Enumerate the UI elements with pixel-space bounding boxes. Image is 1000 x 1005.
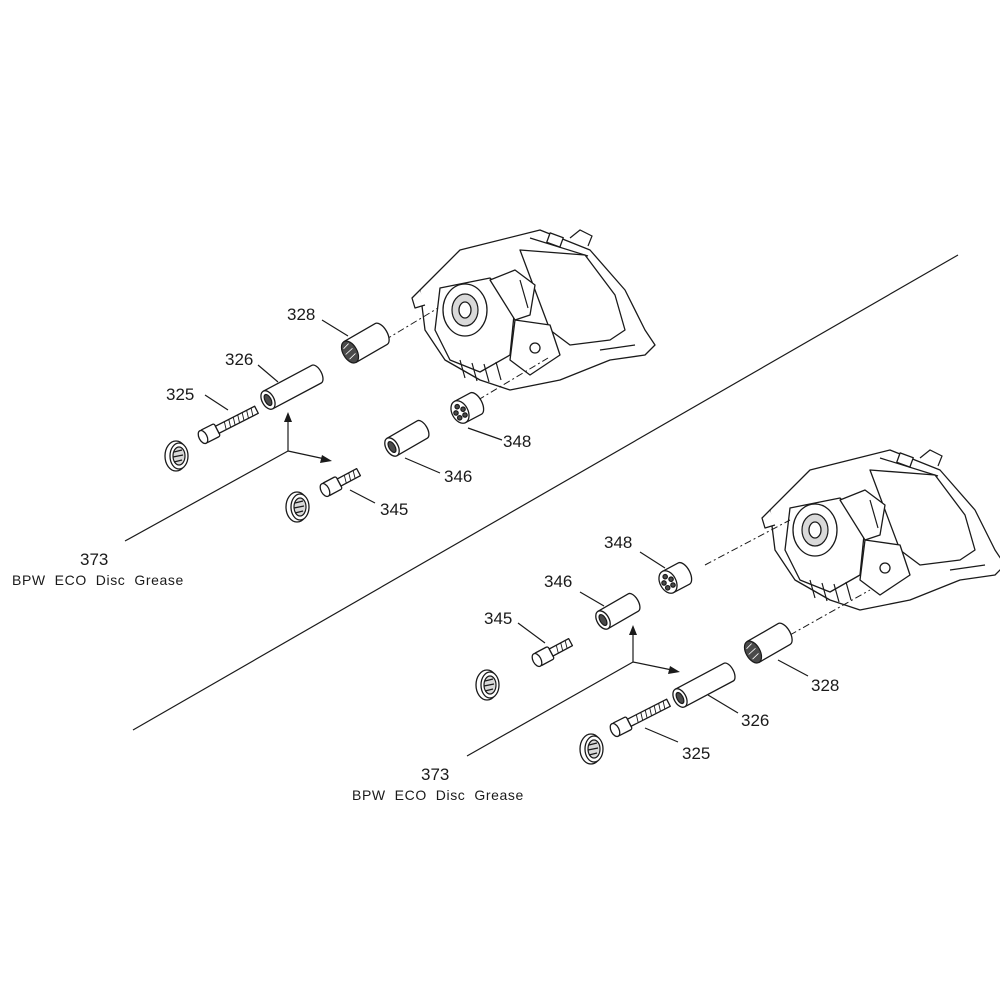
top-grease-note: BPW ECO Disc Grease (12, 572, 184, 588)
top-cap-upper (164, 440, 189, 472)
bottom-label-325: 325 (682, 744, 710, 763)
top-caliper-body (411, 229, 656, 391)
bottom-label-348: 348 (604, 533, 632, 552)
top-rubber-bushing (446, 389, 488, 428)
bottom-caliper-bushing (740, 619, 797, 667)
bottom-axis-lower (789, 589, 871, 636)
bottom-axis-upper (704, 519, 791, 566)
top-label-373: 373 (80, 550, 108, 569)
bottom-short-sleeve (592, 590, 644, 633)
top-label-348: 348 (503, 432, 531, 451)
bottom-label-328: 328 (811, 676, 839, 695)
bottom-label-326: 326 (741, 711, 769, 730)
bottom-bolt-long (607, 695, 673, 739)
top-short-sleeve (381, 417, 433, 460)
top-label-328: 328 (287, 305, 315, 324)
bottom-label-345: 345 (484, 609, 512, 628)
bottom-label-373: 373 (421, 765, 449, 784)
bottom-cap-lower (579, 733, 604, 765)
top-guide-sleeve (257, 362, 327, 413)
top-label-325: 325 (166, 385, 194, 404)
bottom-bolt-short (529, 635, 575, 669)
bottom-assembly: 348 346 345 328 326 325 373 BPW ECO Disc… (352, 449, 1000, 803)
top-axis-upper (384, 307, 439, 341)
top-assembly: 328 326 325 348 346 345 373 BPW ECO Disc… (12, 229, 656, 588)
top-label-346: 346 (444, 467, 472, 486)
top-axis-lower (477, 357, 549, 401)
bottom-guide-sleeve (669, 660, 739, 711)
bottom-cap-upper (475, 669, 500, 701)
bottom-label-346: 346 (544, 572, 572, 591)
top-caliper-bushing (337, 319, 394, 367)
top-label-326: 326 (225, 350, 253, 369)
divider-line (132, 254, 959, 731)
bottom-grease-note: BPW ECO Disc Grease (352, 787, 524, 803)
top-label-345: 345 (380, 500, 408, 519)
top-cap-lower (285, 491, 310, 523)
bottom-caliper-body (761, 449, 1000, 611)
